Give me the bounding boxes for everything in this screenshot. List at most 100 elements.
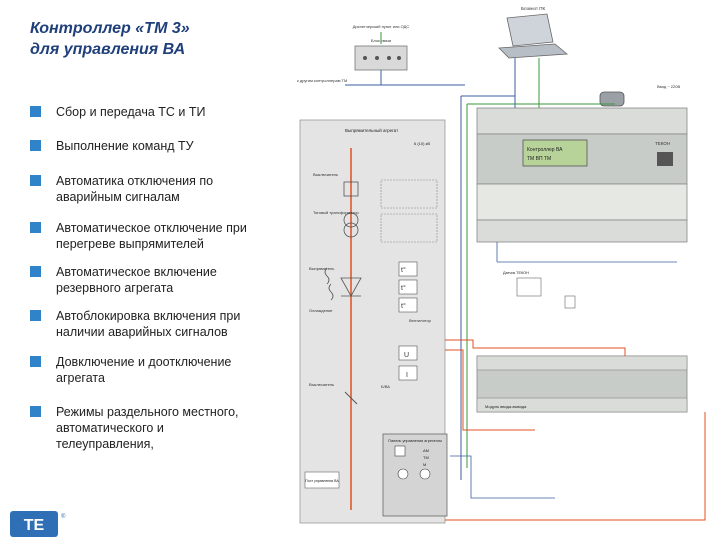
page-title-line-1: Контроллер «ТМ 3» xyxy=(30,20,190,37)
breaker-label: Выключатель xyxy=(309,382,334,387)
feature-text: Сбор и передача ТС и ТИ xyxy=(56,105,206,119)
modem-port-icon xyxy=(375,56,379,60)
comm-label: к другим контроллерам ТМ xyxy=(297,78,347,83)
laptop-base-icon xyxy=(498,43,569,59)
bullet-icon xyxy=(30,356,41,367)
voltage-meter-label: U xyxy=(404,352,409,359)
temperature-sensor-label: t° xyxy=(401,284,406,292)
feature-text: Выполнение команд ТУ xyxy=(56,139,194,153)
feed-wire xyxy=(445,339,626,356)
transformer-winding-icon xyxy=(343,222,359,238)
mode-label: АМ xyxy=(423,448,429,453)
bullet-icon xyxy=(30,310,41,321)
controller-screen-line: ТМ ВП ТМ xyxy=(527,156,551,162)
bullet-icon xyxy=(30,106,41,117)
feature-text: резервного агрегата xyxy=(56,281,174,295)
bullet-icon xyxy=(30,175,41,186)
sensor-label: Датчик ТЕКОН xyxy=(503,271,529,275)
bullet-icon xyxy=(30,222,41,233)
transformer-label: Тяговый трансформатор xyxy=(313,210,359,215)
feature-text: Автоблокировка включения при xyxy=(56,309,241,323)
controller-top-terminals xyxy=(476,107,688,135)
transformer-winding-icon xyxy=(343,212,359,228)
feature-text: агрегата xyxy=(56,371,105,385)
relay-box xyxy=(564,295,576,309)
feature-item: Автоматическое отключение при перегреве … xyxy=(30,220,290,252)
feature-item: Довключение и доотключение агрегата xyxy=(30,354,290,386)
local-control-panel xyxy=(382,433,448,517)
current-meter-label: I xyxy=(406,372,408,379)
feature-text: Режимы раздельного местного, xyxy=(56,405,239,419)
bullet-icon xyxy=(30,406,41,417)
transformer-terminals xyxy=(380,213,438,243)
logo-text: ТЕ xyxy=(24,517,45,534)
controller-connector-icon xyxy=(657,152,673,166)
panel-voltage: 6 (10) кВ xyxy=(414,141,430,146)
feature-text: автоматического и xyxy=(56,421,164,435)
mode-switch-icon xyxy=(394,445,406,457)
io-module-label: Модуль ввода-вывода xyxy=(485,404,527,409)
controller-screen-line: Контроллер ВА xyxy=(527,147,563,153)
feature-item: Выполнение команд ТУ xyxy=(30,138,290,154)
feature-text: наличии аварийных сигналов xyxy=(56,325,228,339)
controller-screen xyxy=(522,139,588,167)
start-button-icon xyxy=(397,468,409,480)
modem-port-icon xyxy=(387,56,391,60)
sensor-box xyxy=(516,277,542,297)
temperature-sensor-label: t° xyxy=(401,302,406,310)
bottom-post-box xyxy=(304,471,340,489)
feature-text: Автоматическое отключение при xyxy=(56,221,247,235)
logo-badge xyxy=(10,511,58,537)
temperature-sensor-label: t° xyxy=(401,266,406,274)
feature-item: Автоматика отключения по аварийным сигна… xyxy=(30,173,290,205)
temperature-sensor xyxy=(398,261,418,277)
stop-button-icon xyxy=(419,468,431,480)
current-meter xyxy=(398,365,418,381)
feed-wire xyxy=(445,412,706,521)
bullet-icon xyxy=(30,266,41,277)
feed-wire xyxy=(445,349,535,431)
io-module-terminals xyxy=(476,355,688,371)
page-title: Контроллер «ТМ 3» для управления ВА xyxy=(30,18,290,60)
switch-label: Выключатель xyxy=(313,172,338,177)
switch-symbol xyxy=(343,181,359,197)
cooling-fan-icon xyxy=(324,267,334,301)
breaker-symbol xyxy=(344,391,358,405)
control-wire xyxy=(450,455,555,499)
feature-item: Автоматическое включение резервного агре… xyxy=(30,264,290,296)
feature-item: Сбор и передача ТС и ТИ xyxy=(30,104,290,120)
feature-text: перегреве выпрямителей xyxy=(56,237,204,251)
io-module-terminals xyxy=(476,397,688,413)
laptop-screen-icon xyxy=(506,13,554,47)
rectifier-symbol xyxy=(340,277,362,297)
local-panel-title: Панель управления агрегатом xyxy=(388,439,442,443)
feature-text: телеуправления, xyxy=(56,437,154,451)
modem-port-icon xyxy=(363,56,367,60)
dispatch-label: Диспетчерский пункт или ОДС xyxy=(353,24,410,29)
logo-registered-mark: ® xyxy=(61,513,66,520)
bullet-icon xyxy=(30,140,41,151)
feature-item: Режимы раздельного местного, автоматичес… xyxy=(30,404,290,452)
company-logo: ТЕ ® xyxy=(10,511,66,537)
temperature-sensor xyxy=(398,297,418,313)
feature-text: Автоматика отключения по xyxy=(56,174,214,188)
mode-label: ТМ xyxy=(423,455,429,460)
modem-port-icon xyxy=(397,56,401,60)
controller-bottom-terminals xyxy=(476,219,688,243)
bottom-label: Пост управления ВА xyxy=(305,479,339,483)
rectifier-label: Выпрямитель xyxy=(309,266,334,271)
voltage-meter xyxy=(398,345,418,361)
controller-io-block xyxy=(476,183,688,221)
feed-label: Ввод ~ 220В xyxy=(657,84,680,89)
control-scheme-diagram: Блок связи Диспетчерский пункт или ОДС к… xyxy=(297,6,706,524)
feature-text: Довключение и доотключение xyxy=(56,355,232,369)
cooling-label: Охлаждение xyxy=(309,308,333,313)
controller-brand: ТЕКОН xyxy=(655,141,670,146)
laptop-label: Блокнот ПК xyxy=(521,6,545,11)
fan-label: Вентилятор xyxy=(409,318,432,323)
switch-terminals xyxy=(380,179,438,209)
temperature-sensor xyxy=(398,279,418,295)
page-title-line-2: для управления ВА xyxy=(30,41,186,58)
db9-connector-icon xyxy=(599,91,625,107)
panel-title: Выпрямительный агрегат xyxy=(345,127,398,133)
